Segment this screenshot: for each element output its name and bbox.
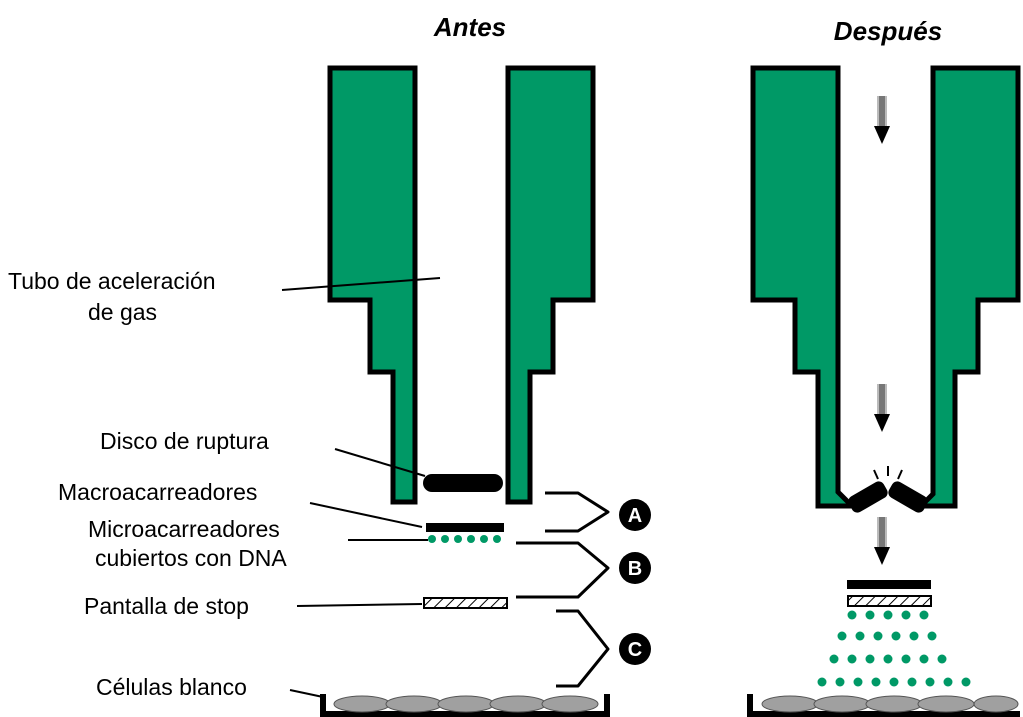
stop-screen [423,597,508,609]
label-tube-line2: de gas [88,299,157,325]
gas-flow-arrow-1 [874,96,890,144]
bracket-a [545,491,610,533]
target-cells-after [761,695,1019,713]
badge-a: A [619,499,651,531]
label-stop-screen: Pantalla de stop [84,593,249,619]
particle-spray [817,610,971,687]
target-dish-after [747,694,1020,717]
ruptured-disk-left [848,481,888,513]
heading-after: Después [834,16,942,46]
ruptured-disk-right [888,481,928,513]
tube-right-wall-before [505,65,596,505]
svg-text:B: B [628,558,642,580]
leader-lines [281,277,441,698]
heading-before: Antes [433,12,506,42]
label-microcarriers-line2: cubiertos con DNA [95,545,287,571]
tube-left-wall-after [750,65,859,509]
tube-right-wall-after [914,65,1021,509]
bracket-c [556,609,610,688]
label-rupture-disk: Disco de ruptura [100,428,269,454]
tube-left-wall-before [327,65,418,505]
target-dish-before [320,694,610,717]
label-tube-line1: Tubo de aceleración [8,268,216,294]
target-cells-before [333,695,599,713]
label-target-cells: Células blanco [96,674,247,700]
rupture-disk [423,474,503,492]
bracket-b [516,541,610,599]
label-microcarriers-line1: Microacarreadores [88,516,280,542]
stop-screen-after [847,595,932,607]
macrocarrier-after [847,580,931,589]
svg-text:A: A [628,505,642,527]
svg-text:C: C [628,639,642,661]
gas-flow-arrow-3 [874,517,890,565]
gas-flow-arrow-2 [874,384,890,432]
macrocarrier [426,523,504,532]
badge-c: C [619,633,651,665]
microcarrier-dots [428,535,501,543]
badge-b: B [619,552,651,584]
burst-icon [873,466,903,480]
label-macrocarriers: Macroacarreadores [58,479,257,505]
